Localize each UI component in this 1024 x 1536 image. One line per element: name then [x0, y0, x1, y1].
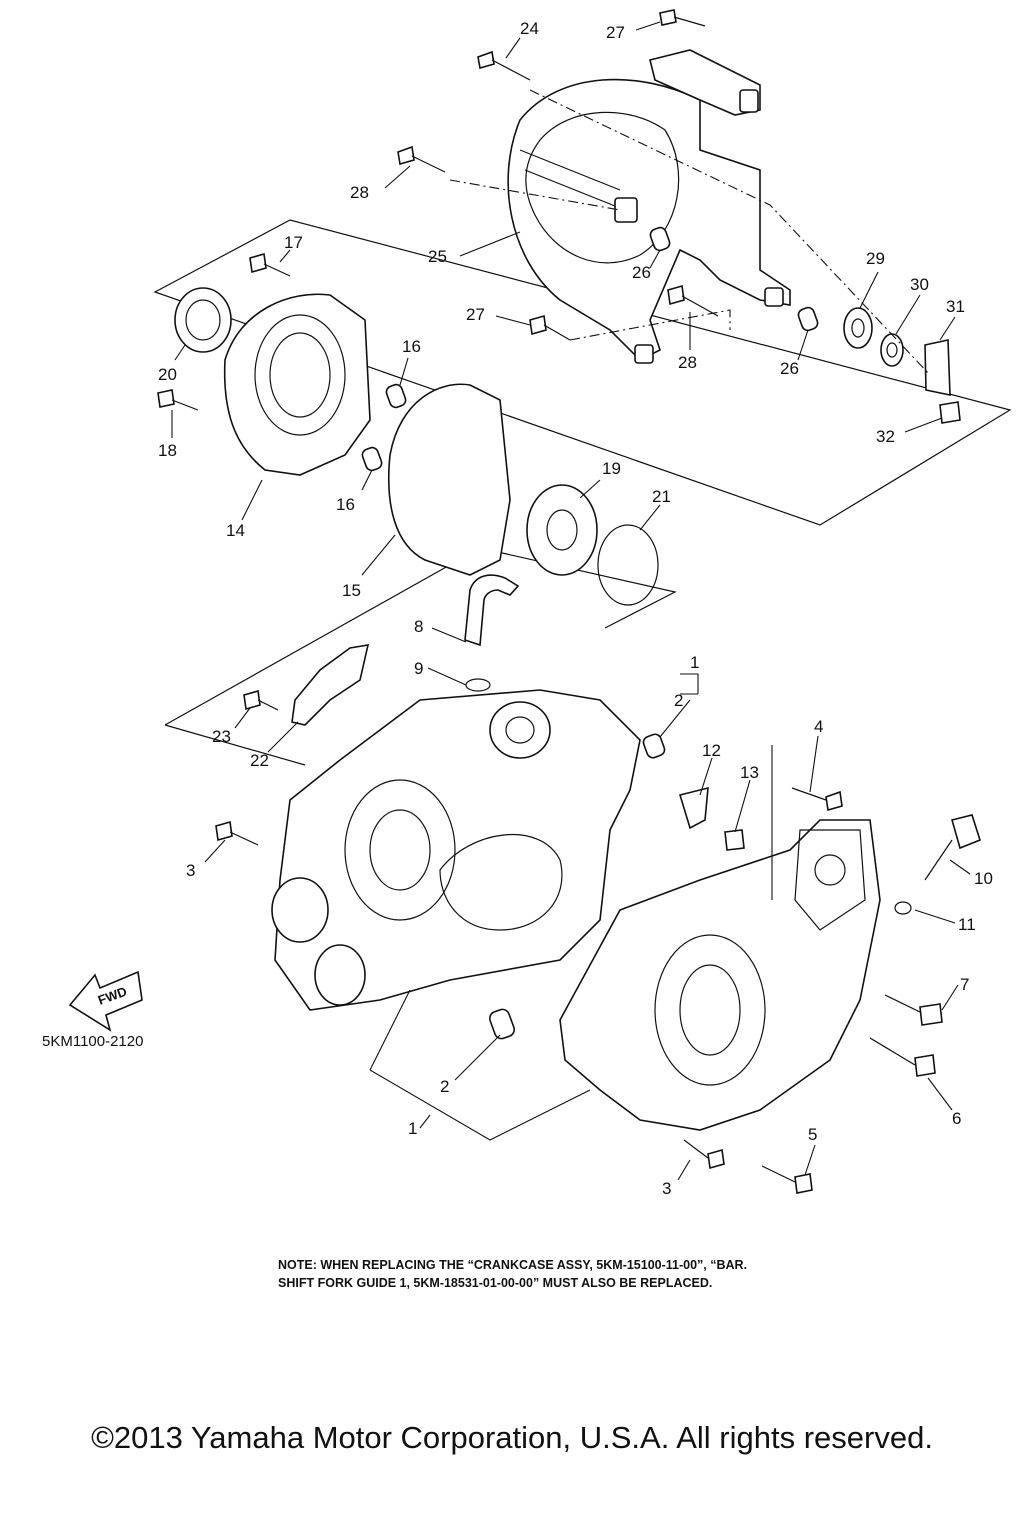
callout-16-lower: 16: [336, 495, 355, 514]
upper-group-frame: [153, 219, 1012, 526]
plate-31: [924, 339, 951, 396]
callout-29: 29: [866, 249, 885, 268]
dowel-2-upper: [642, 733, 666, 759]
callout-11: 11: [958, 915, 976, 934]
callout-4: 4: [814, 717, 823, 736]
replacement-note: NOTE: WHEN REPLACING THE “CRANKCASE ASSY…: [278, 1256, 918, 1292]
oil-seal-20: [174, 287, 232, 353]
bolt-18: [157, 389, 199, 411]
callout-28-lower: 28: [678, 353, 697, 372]
callout-2-lower: 2: [440, 1077, 449, 1096]
callout-3-upper: 3: [186, 861, 195, 880]
callout-6: 6: [952, 1109, 961, 1128]
callout-28-upper: 28: [350, 183, 369, 202]
dowel-26-lower: [797, 306, 819, 332]
bolt-3-lower: [683, 1139, 725, 1170]
left-crankcase: [271, 689, 641, 1011]
dowel-2-lower: [488, 1008, 516, 1040]
bolt-28-upper: [397, 145, 446, 173]
bolt-32: [939, 401, 961, 424]
bolt-27-top: [659, 9, 706, 27]
callout-3-lower: 3: [662, 1179, 671, 1198]
bearing-29: [843, 307, 873, 349]
bolt-28-lower: [667, 284, 719, 317]
callout-2-upper: 2: [674, 691, 683, 710]
callout-10: 10: [974, 869, 993, 888]
hose-8: [464, 574, 520, 647]
callout-9: 9: [414, 659, 423, 678]
washer-30: [880, 333, 904, 367]
figure-code: 5KM1100-2120: [42, 1033, 143, 1050]
callout-26-upper: 26: [632, 263, 651, 282]
circlip-21: [597, 524, 659, 606]
bolt-23: [243, 689, 279, 711]
callout-23: 23: [212, 727, 231, 746]
bolt-24: [477, 50, 531, 81]
gasket-15: [387, 383, 511, 576]
callout-26-lower: 26: [780, 359, 799, 378]
generator-cover: [507, 49, 791, 364]
dowel-16-lower: [361, 446, 383, 472]
bolt-6: [869, 1037, 936, 1077]
bolt-3-upper: [215, 820, 259, 846]
callout-15: 15: [342, 581, 361, 600]
callout-17: 17: [284, 233, 303, 252]
fwd-arrow-icon: FWD: [68, 970, 143, 1032]
callout-5: 5: [808, 1125, 817, 1144]
cover-14: [223, 293, 371, 476]
bolt-5: [761, 1165, 813, 1194]
callout-22: 22: [250, 751, 269, 770]
callout-25: 25: [428, 247, 447, 266]
bearing-19: [526, 484, 598, 576]
callout-13: 13: [740, 763, 759, 782]
dipstick-10: [924, 814, 981, 881]
callout-27-lower: 27: [466, 305, 485, 324]
callout-1-upper: 1: [690, 653, 699, 672]
callout-8: 8: [414, 617, 423, 636]
right-crankcase: [559, 819, 881, 1131]
callout-19: 19: [602, 459, 621, 478]
plate-22: [291, 644, 370, 726]
dowel-26-upper: [649, 226, 671, 252]
callout-18: 18: [158, 441, 177, 460]
callout-7: 7: [960, 975, 969, 994]
callout-30: 30: [910, 275, 929, 294]
bolt-7: [884, 994, 943, 1026]
dowel-16-upper: [385, 383, 407, 409]
callout-20: 20: [158, 365, 177, 384]
callout-14: 14: [226, 521, 245, 540]
guide-12: [678, 786, 709, 830]
bolt-13: [724, 829, 745, 851]
callout-31: 31: [946, 297, 965, 316]
bolt-27-lower: [529, 314, 571, 341]
bolt-4: [791, 787, 843, 812]
callout-16-upper: 16: [402, 337, 421, 356]
bolt-17: [249, 252, 291, 277]
callout-1-lower: 1: [408, 1119, 417, 1138]
note-line-1: NOTE: WHEN REPLACING THE “CRANKCASE ASSY…: [278, 1258, 748, 1272]
callout-12: 12: [702, 741, 721, 760]
copyright-notice: ©2013 Yamaha Motor Corporation, U.S.A. A…: [91, 1420, 933, 1455]
o-ring-11: [894, 901, 912, 915]
clip-9: [465, 678, 491, 692]
note-line-2: SHIFT FORK GUIDE 1, 5KM-18531-01-00-00” …: [278, 1276, 713, 1290]
callout-24: 24: [520, 19, 539, 38]
callout-labels: 24 27 28 25 26 27 28 26 29 30 31 32 17 2…: [42, 19, 993, 1198]
callout-27-top: 27: [606, 23, 625, 42]
callout-21: 21: [652, 487, 671, 506]
leader-lines: [171, 21, 971, 1181]
callout-32: 32: [876, 427, 895, 446]
